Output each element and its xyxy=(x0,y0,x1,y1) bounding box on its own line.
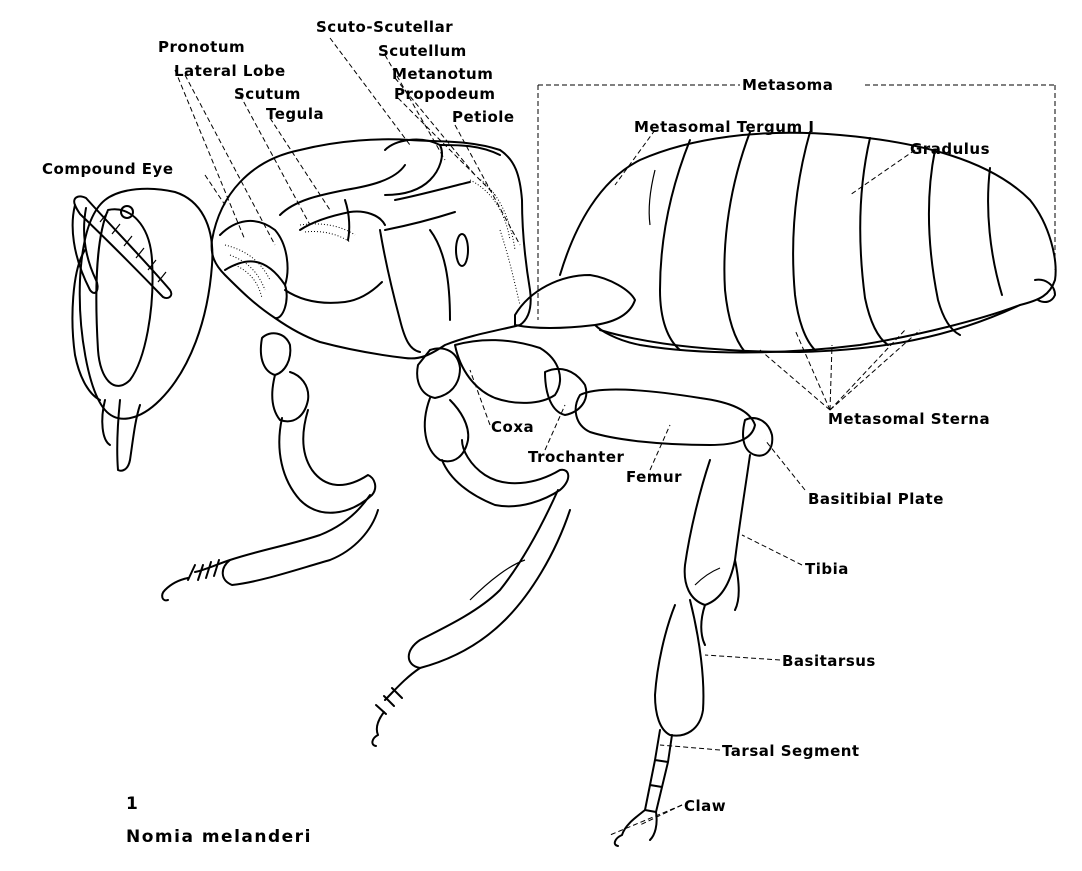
label-trochanter: Trochanter xyxy=(528,448,625,466)
figure-number: 1 xyxy=(126,794,139,814)
species-name: Nomia melanderi xyxy=(126,827,312,847)
thorax xyxy=(210,138,532,360)
antenna xyxy=(71,195,173,300)
label-basitibial-plate: Basitibial Plate xyxy=(808,490,944,508)
label-tibia: Tibia xyxy=(805,560,849,578)
leader-lines xyxy=(174,37,1056,836)
metasoma xyxy=(514,131,1057,354)
label-pronotum: Pronotum xyxy=(158,38,246,56)
label-lateral-lobe: Lateral Lobe xyxy=(174,62,286,80)
label-claw: Claw xyxy=(684,797,727,815)
label-petiole: Petiole xyxy=(452,108,515,126)
label-gradulus: Gradulus xyxy=(910,140,990,158)
label-scuto-scutellar: Scuto-Scutellar xyxy=(316,18,454,36)
hind-leg xyxy=(454,339,774,847)
middle-leg xyxy=(371,347,571,747)
label-tarsal-segment: Tarsal Segment xyxy=(722,742,860,760)
front-leg xyxy=(161,332,379,602)
label-metanotum: Metanotum xyxy=(392,65,494,83)
label-propodeum: Propodeum xyxy=(394,85,496,103)
label-coxa: Coxa xyxy=(491,418,535,436)
label-femur: Femur xyxy=(626,468,683,486)
label-scutellum: Scutellum xyxy=(378,42,467,60)
head xyxy=(71,187,214,472)
label-compound-eye: Compound Eye xyxy=(42,160,174,178)
label-metasomal-sterna: Metasomal Sterna xyxy=(828,410,991,428)
label-metasomal-tergum: Metasomal Tergum I xyxy=(634,118,815,136)
label-tegula: Tegula xyxy=(266,105,325,123)
label-metasoma: Metasoma xyxy=(742,76,834,94)
label-basitarsus: Basitarsus xyxy=(782,652,876,670)
label-scutum: Scutum xyxy=(234,85,301,103)
